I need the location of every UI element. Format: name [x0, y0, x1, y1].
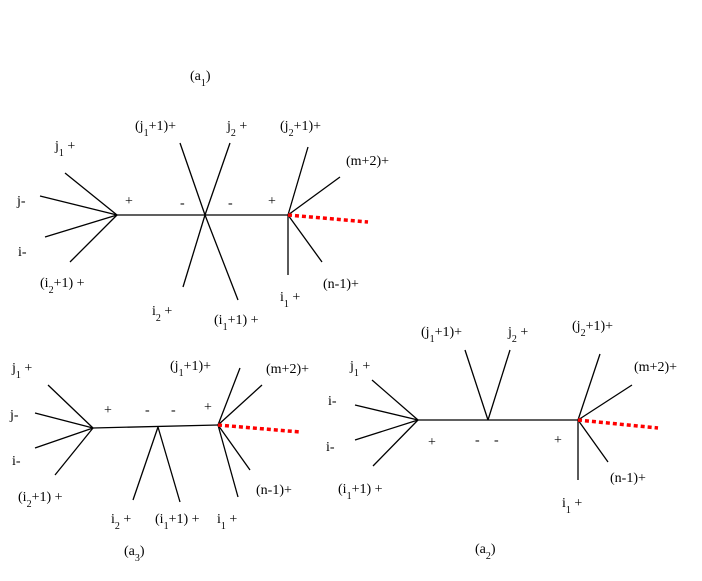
edge-a3-cut — [217, 423, 301, 434]
label-a2-i1p: i1 + — [562, 496, 582, 516]
edge-a2-i1p1 — [372, 419, 419, 467]
label-a3-m2: (m+2)+ — [266, 362, 309, 377]
label-a3-j1p1: (j1+1)+ — [170, 359, 211, 379]
label-a1-n1: (n-1)+ — [323, 277, 359, 292]
label-a3-i1p: i1 + — [217, 512, 237, 532]
sign-a2-3: - — [494, 433, 499, 448]
edge-a3-i1 — [217, 424, 239, 498]
panel-a2-edges — [354, 349, 659, 480]
label-a3-im: i- — [12, 454, 21, 469]
sign-a3-2: - — [145, 403, 150, 418]
edge-a1-cut — [287, 213, 369, 224]
sign-a3-3: - — [171, 403, 176, 418]
edge-a1-i — [44, 214, 118, 238]
edge-a1-i2 — [182, 214, 206, 288]
edge-a3-i2 — [132, 426, 159, 501]
label-a2-j1p1: (j1+1)+ — [421, 325, 462, 345]
sign-a1-3: - — [228, 196, 233, 211]
edge-a3-spine — [92, 424, 219, 429]
label-a3-i2p: i2 + — [111, 512, 131, 532]
label-a2-im-bottom: i- — [326, 440, 335, 455]
label-a2-i1p1: (i1+1) + — [338, 482, 383, 502]
label-a3-n1: (n-1)+ — [256, 483, 292, 498]
label-a3-i2p1: (i2+1) + — [18, 490, 63, 510]
edge-a2-i-bottom — [354, 419, 419, 441]
sign-a3-1: + — [104, 403, 112, 418]
edge-a3-i1p1 — [157, 426, 181, 503]
edge-a2-j2 — [487, 349, 511, 421]
label-a1-im: i- — [18, 245, 27, 260]
label-a3-jm: j- — [9, 408, 19, 423]
sign-a1-1: + — [125, 194, 133, 209]
sign-a2-1: + — [428, 435, 436, 450]
label-a1-i2p: i2 + — [152, 304, 172, 324]
label-a1-j2p1: (j2+1)+ — [280, 119, 321, 139]
sign-a1-4: + — [268, 194, 276, 209]
label-a3-i1p1: (i1+1) + — [155, 512, 200, 532]
edge-a2-j1p1 — [464, 349, 489, 421]
panel-a1: (a1) + - - + j1 + j- i- (i2+1) + (j1+1 — [16, 69, 389, 333]
edge-a3-m2 — [217, 384, 263, 426]
label-a2-n1: (n-1)+ — [610, 471, 646, 486]
sign-a1-2: - — [180, 196, 185, 211]
edge-a1-j2 — [204, 142, 231, 216]
label-a2-j2p1: (j2+1)+ — [572, 319, 613, 339]
label-a1-j1p: j1 + — [54, 139, 75, 159]
edge-a1-j2p1 — [287, 146, 309, 216]
edge-a3-j1p1 — [217, 367, 241, 426]
label-a2-j2p: j2 + — [507, 325, 528, 345]
label-a1-j2p: j2 + — [226, 119, 247, 139]
panel-a1-caption: (a1) — [190, 69, 211, 89]
panel-a3-edges — [34, 367, 301, 503]
sign-a3-4: + — [204, 400, 212, 415]
edge-a3-i — [34, 427, 94, 449]
edge-a3-i2p1 — [54, 427, 94, 476]
panel-a3-caption: (a3) — [124, 544, 145, 564]
label-a2-m2: (m+2)+ — [634, 360, 677, 375]
panel-a2: (a2) + - - + (j1+1)+ j2 + (j2+1)+ (m+2)+… — [326, 319, 677, 562]
edge-a1-m2 — [287, 176, 341, 216]
label-a1-i1p: i1 + — [280, 290, 300, 310]
edge-a2-i-top — [354, 404, 419, 421]
edge-a2-cut — [577, 418, 659, 430]
sign-a2-4: + — [554, 433, 562, 448]
edge-a1-i2p1 — [69, 214, 118, 263]
sign-a2-2: - — [475, 433, 480, 448]
edge-a2-j2p1 — [577, 353, 601, 421]
label-a1-jm: j- — [16, 194, 26, 209]
edge-a2-j1 — [371, 379, 419, 421]
edge-a1-j1 — [64, 172, 118, 216]
edge-a1-i1p1 — [204, 214, 239, 301]
label-a1-i2p1: (i2+1) + — [40, 276, 85, 296]
edge-a3-j — [34, 412, 94, 429]
edge-a3-j1 — [47, 384, 94, 429]
edge-a1-j1p1 — [179, 142, 206, 216]
label-a1-j1p1: (j1+1)+ — [135, 119, 176, 139]
edge-a3-n1 — [217, 424, 251, 471]
edge-a2-m2 — [577, 384, 633, 421]
label-a2-im-top: i- — [328, 394, 337, 409]
edge-a1-n1 — [287, 214, 323, 263]
label-a1-m2: (m+2)+ — [346, 154, 389, 169]
label-a2-j1p: j1 + — [349, 359, 370, 379]
label-a1-i1p1: (i1+1) + — [214, 313, 259, 333]
panel-a1-edges — [39, 142, 369, 301]
panel-a3: (a3) + - - + j1 + j- i- (i2+1) + (j1+1)+… — [9, 359, 309, 564]
panel-a2-caption: (a2) — [475, 542, 496, 562]
edge-a1-j — [39, 195, 118, 216]
label-a3-j1p: j1 + — [11, 361, 32, 381]
edge-a2-n1 — [577, 419, 609, 463]
